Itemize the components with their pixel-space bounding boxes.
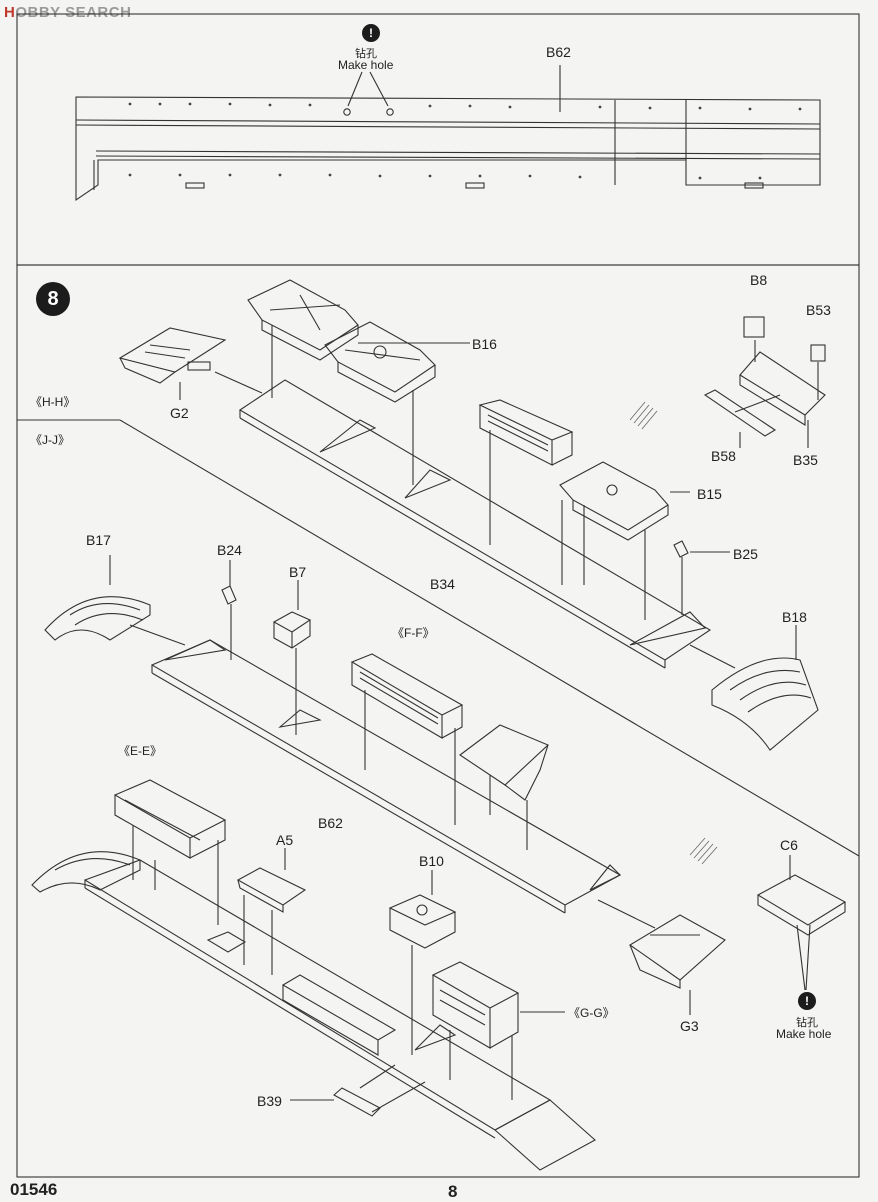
- frame-b62: [150, 639, 622, 914]
- page-number: 8: [448, 1182, 458, 1201]
- part-label-b34: B34: [430, 576, 455, 592]
- part-label-b53: B53: [806, 302, 831, 318]
- frame-b34: [238, 379, 712, 669]
- part-label-b8: B8: [750, 272, 768, 288]
- part-b8: [743, 316, 765, 338]
- part-c6: [756, 855, 847, 936]
- crate-ee: [113, 779, 227, 859]
- part-b17: [44, 596, 151, 641]
- part-label-b10: B10: [419, 853, 444, 869]
- part-b53: [810, 344, 826, 362]
- view-label-gg: 《G-G》: [568, 1006, 615, 1020]
- part-label-b58: B58: [711, 448, 736, 464]
- part-b18: [711, 657, 819, 751]
- view-label-hh: 《H-H》: [30, 395, 76, 409]
- part-g2: [118, 327, 227, 384]
- bent-plate: [459, 724, 550, 801]
- view-label-ff: 《F-F》: [392, 626, 435, 640]
- crate-ff: [350, 653, 464, 739]
- part-b58: [703, 389, 777, 437]
- view-label-jj: 《J-J》: [30, 433, 70, 447]
- c6-tool-label-cn: 钻孔: [796, 1017, 818, 1029]
- part-label-g3: G3: [680, 1018, 699, 1034]
- crate-box: [478, 399, 574, 466]
- part-label-b35: B35: [793, 452, 818, 468]
- hobby-search-logo: HOBBY SEARCH: [4, 4, 132, 21]
- view-label-ee: 《E-E》: [118, 744, 163, 758]
- drill-icon: !: [362, 24, 380, 42]
- tank-b16-2: [324, 321, 436, 403]
- crate-gg: [431, 961, 520, 1049]
- part-b24: [221, 585, 237, 605]
- c6-tool-label-en: Make hole: [776, 1027, 832, 1041]
- part-g3: [628, 914, 726, 989]
- step-panel-frame: [16, 264, 860, 1178]
- part-b10: [388, 894, 457, 949]
- part-label-b16: B16: [472, 336, 497, 352]
- part-label-g2: G2: [170, 405, 189, 421]
- part-label-b7: B7: [289, 564, 307, 580]
- part-label-a5: A5: [276, 832, 294, 848]
- part-b35: [739, 351, 826, 416]
- part-label-c6: C6: [780, 837, 798, 853]
- part-b7: [272, 611, 312, 649]
- tool-label-en: Make hole: [338, 58, 394, 72]
- step-number-badge: 8: [36, 282, 70, 316]
- part-label-b24: B24: [217, 542, 242, 558]
- part-label-b25: B25: [733, 546, 758, 562]
- part-label-b17: B17: [86, 532, 111, 548]
- tank-b15: [559, 461, 669, 541]
- part-label-b15: B15: [697, 486, 722, 502]
- kit-code: 01546: [10, 1180, 58, 1199]
- tool-label-cn: 钻孔: [355, 48, 377, 60]
- part-label-b62: B62: [318, 815, 343, 831]
- top-rail-b62: [75, 96, 821, 202]
- top-panel-frame: [16, 13, 860, 266]
- drill-icon: !: [798, 992, 816, 1010]
- part-label-b39: B39: [257, 1093, 282, 1109]
- frame-lower: [83, 859, 596, 1171]
- tank-b16-1: [247, 279, 359, 361]
- part-label-b62-top: B62: [546, 44, 571, 60]
- rear-fender: [31, 851, 141, 893]
- part-b25: [673, 540, 689, 558]
- part-label-b18: B18: [782, 609, 807, 625]
- part-a5: [236, 867, 307, 913]
